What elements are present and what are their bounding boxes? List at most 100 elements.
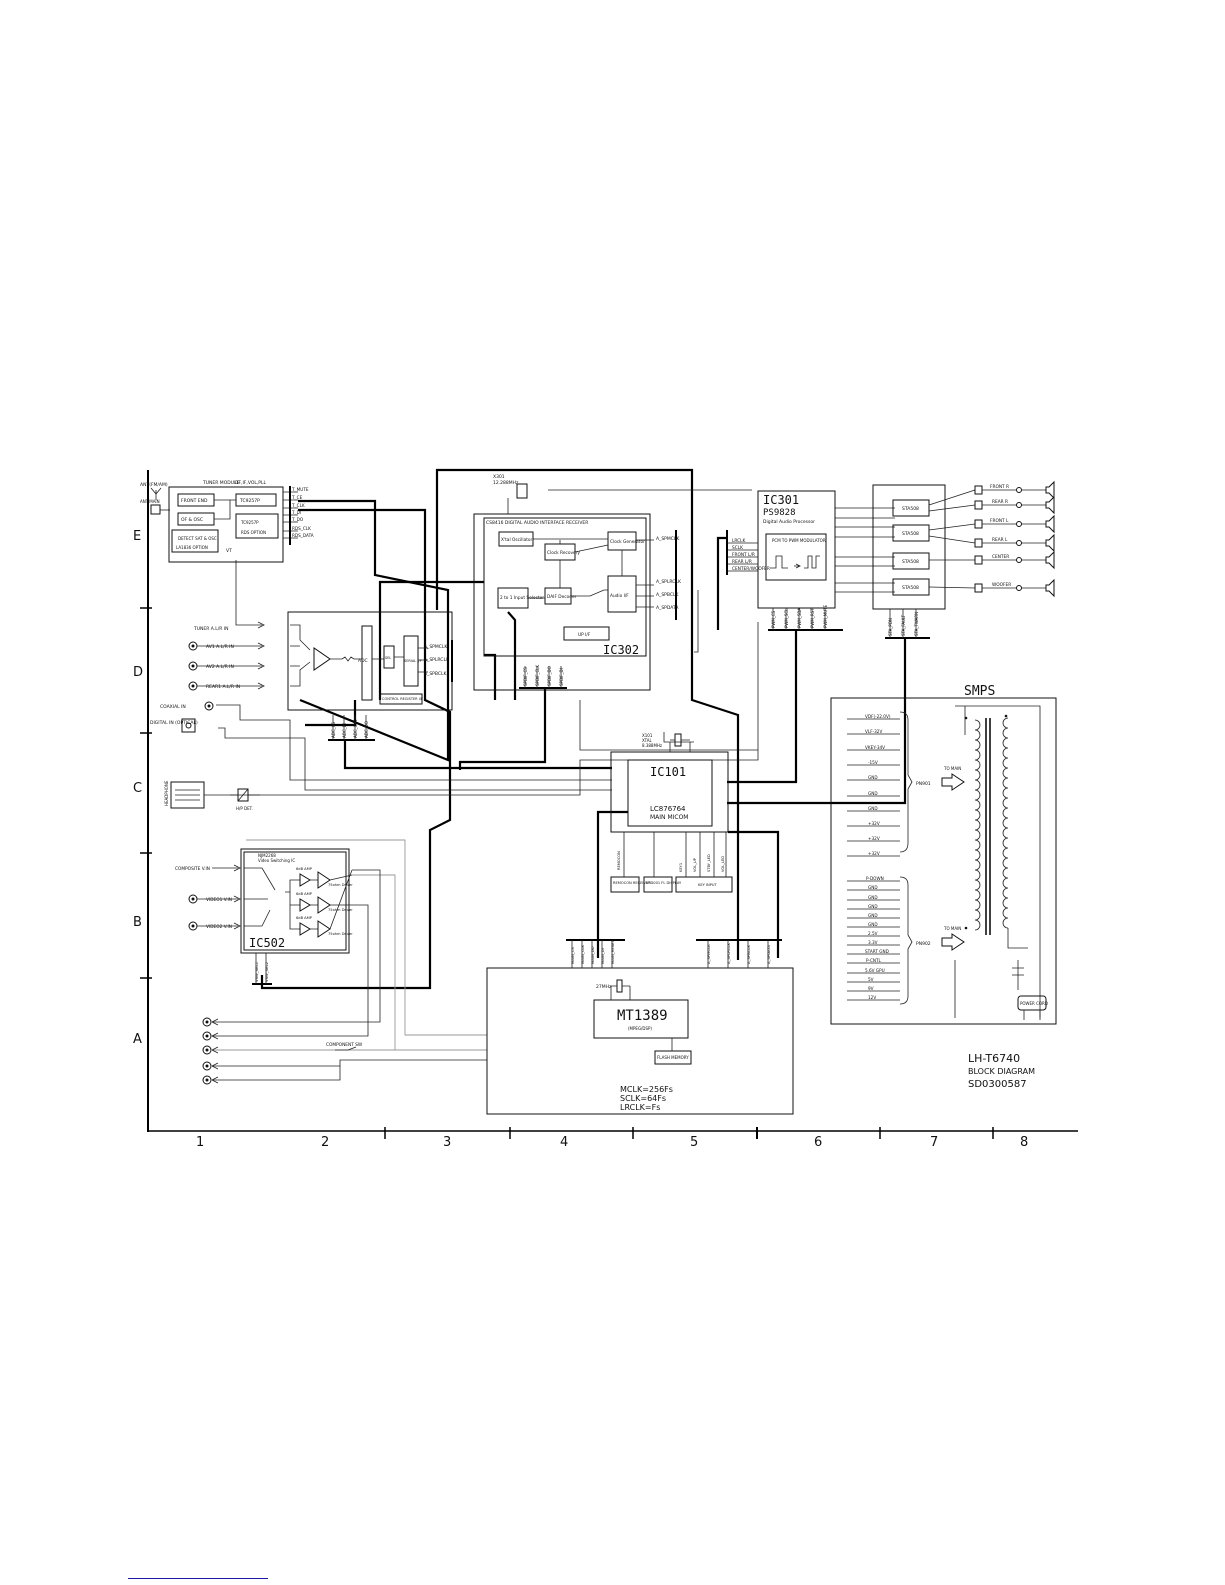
svg-text:2 to 1 Input Selector: 2 to 1 Input Selector (500, 595, 544, 601)
document-number: SD0300587 (968, 1079, 1027, 1090)
ic101-block: IC101 LC876764 MAIN MICOM X101 XTAL 8.38… (610, 733, 733, 893)
pn901-label: PN901 (916, 781, 931, 787)
svg-text:VFD001 FL DISPLAY: VFD001 FL DISPLAY (646, 881, 682, 885)
ic301-part: PS9828 (763, 508, 796, 518)
svg-text:GND: GND (868, 904, 878, 909)
svg-text:A_SPDATA: A_SPDATA (766, 945, 771, 964)
power-cord-box (1017, 995, 1047, 1011)
adc-block: TUNER A.L/R IN AV1 A.L/R IN AV2 A.L/R IN… (188, 611, 453, 741)
svg-text:2.5V: 2.5V (868, 931, 878, 936)
svg-text:TC9257P: TC9257P (240, 520, 259, 525)
xtal-x301-freq: 12.288MHz (493, 480, 519, 486)
tuner-ant-label: ANT(FM/AM) (140, 482, 168, 488)
footer-link-underline (128, 1578, 268, 1579)
model-title: LH-T6740 (968, 1052, 1020, 1065)
smps-title: SMPS (964, 684, 995, 699)
svg-text:AV1 A.L/R IN: AV1 A.L/R IN (206, 644, 234, 650)
ic101-desc: MAIN MICOM (650, 814, 688, 821)
svg-text:9V: 9V (868, 986, 874, 991)
svg-text:VOL_UP: VOL_UP (693, 857, 697, 872)
smps-transformer: POWER CORD (954, 705, 1048, 1020)
svg-text:LA1836 OPTION: LA1836 OPTION (176, 545, 208, 550)
speaker-outputs: FRONT R REAR R FRONT L REAR L CENTER WOO… (974, 480, 1055, 598)
svg-text:A_SPBCLK: A_SPBCLK (424, 671, 448, 677)
speaker-front-l: FRONT L (990, 518, 1009, 524)
tuner-ant-main: ANT-MAIN (140, 499, 160, 504)
svg-text:A_SPDATA: A_SPDATA (656, 605, 679, 611)
svg-text:GND: GND (868, 791, 878, 796)
svg-text:5V: 5V (868, 977, 874, 982)
svg-text:DETECT SAT & OSC: DETECT SAT & OSC (178, 536, 217, 541)
video2-in-label: VIDEO2 V.IN (206, 924, 232, 930)
headphone-label: HEADPHONE (164, 780, 169, 806)
svg-text:STA508: STA508 (902, 559, 919, 565)
col-label-3: 3 (443, 1135, 451, 1150)
ic302-desc: CS8416 DIGITAL AUDIO INTERFACE RECEIVER (486, 520, 588, 526)
speaker-woofer: WOOFER (992, 582, 1011, 588)
svg-text:PWM_SDA: PWM_SDA (797, 608, 802, 628)
svg-text:T_DO: T_DO (291, 517, 304, 522)
svg-text:T_CLK: T_CLK (291, 503, 305, 508)
ic301-label: IC301 (763, 493, 799, 507)
adc-in-tuner: TUNER A.L/R IN (193, 626, 229, 632)
svg-text:FRONT END: FRONT END (181, 498, 208, 504)
svg-text:75ohm Driver: 75ohm Driver (328, 908, 353, 912)
ic502-outer (240, 848, 350, 954)
tuner-rds-block (235, 513, 279, 539)
xtal-x301-name: X301 (493, 474, 505, 480)
svg-text:REAR L/R: REAR L/R (732, 559, 752, 565)
svg-text:MAIN_RESET: MAIN_RESET (610, 939, 615, 964)
row-label-b: B (133, 915, 142, 930)
title-block: LH-T6740 BLOCK DIAGRAM SD0300587 (968, 1052, 1035, 1090)
svg-text:VLF-32V: VLF-32V (865, 729, 882, 734)
svg-text:VKEY-34V: VKEY-34V (865, 745, 885, 750)
svg-text:P-CNTL: P-CNTL (866, 958, 882, 963)
remocon-receiver (610, 876, 640, 893)
svg-text:KEY1: KEY1 (679, 863, 683, 872)
ic302-inner (483, 517, 647, 657)
svg-text:SPDIF_DO: SPDIF_DO (547, 666, 552, 686)
svg-text:X101: X101 (642, 733, 653, 738)
ic502-part: NJM2268 (258, 853, 276, 858)
svg-text:GND: GND (868, 806, 878, 811)
svg-text:Digital Audio Processor: Digital Audio Processor (763, 519, 815, 525)
ic502-inner (243, 851, 347, 951)
row-label-d: D (133, 665, 143, 680)
svg-text:SPDIF_DI: SPDIF_DI (559, 668, 564, 686)
smps-box (830, 697, 1057, 1025)
svg-text:CONTROL REGISTER I/F: CONTROL REGISTER I/F (382, 697, 423, 701)
smps-group2: P-DOWN GND GND GND GND GND 2.5V 3.3V STA… (847, 876, 965, 1005)
svg-text:A_SPLRCLK: A_SPLRCLK (656, 579, 682, 585)
xtal-x301 (516, 483, 528, 499)
svg-text:VSW_SEL2: VSW_SEL2 (264, 961, 269, 982)
svg-text:STA_PDN: STA_PDN (888, 618, 893, 636)
adc-serial-if (403, 635, 419, 687)
svg-text:VT: VT (226, 548, 232, 554)
ic101-part: LC876764 (650, 805, 686, 813)
smps-block: SMPS VDF(-22.0V) VLF-32V VKEY-34V -15V G… (830, 684, 1057, 1025)
ic301-box (757, 490, 836, 609)
svg-text:ADC_DO: ADC_DO (364, 721, 369, 738)
speaker-front-r: FRONT R (990, 484, 1009, 490)
jack-av2 (188, 661, 198, 671)
component-sw-label: COMPONENT SW (326, 1042, 363, 1048)
svg-text:MAIN_CLK: MAIN_CLK (580, 945, 585, 964)
svg-text:DAIF Decoder: DAIF Decoder (547, 594, 577, 600)
coaxial-in-label: COAXIAL IN (160, 704, 186, 710)
svg-text:GND: GND (868, 922, 878, 927)
tuner-pll: DF,IF,VOL,PLL (235, 480, 267, 486)
svg-text:GND: GND (868, 775, 878, 780)
svg-text:P-DOWN: P-DOWN (866, 876, 884, 881)
tuner-rds-option (171, 529, 219, 553)
svg-text:Audio I/F: Audio I/F (610, 593, 629, 599)
tuner-title: TUNER MODULE (202, 480, 239, 486)
svg-text:PWM_CS: PWM_CS (771, 610, 776, 628)
svg-text:6dB AMP: 6dB AMP (296, 916, 313, 920)
jack-av1 (188, 641, 198, 651)
svg-text:STA508: STA508 (902, 585, 919, 591)
amp-sta508-3 (892, 552, 930, 570)
ic502-desc: Video Switching IC (258, 858, 295, 863)
mt1389-label: MT1389 (617, 1008, 668, 1024)
tuner-module-box (168, 486, 284, 563)
